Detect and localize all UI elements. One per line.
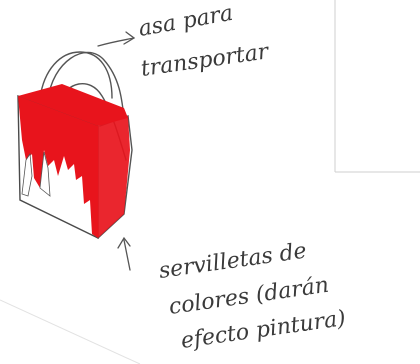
annotation-bottom-line1: servilletas de xyxy=(157,238,308,283)
annotation-top-line2: transportar xyxy=(139,39,271,82)
arrow-to-bag-icon xyxy=(117,236,131,271)
annotation-top-line1: asa para xyxy=(137,1,235,42)
paint-bucket-bag-icon xyxy=(17,51,133,240)
handle-sketch-icon xyxy=(39,51,113,99)
arrow-to-handle-icon xyxy=(97,31,136,47)
